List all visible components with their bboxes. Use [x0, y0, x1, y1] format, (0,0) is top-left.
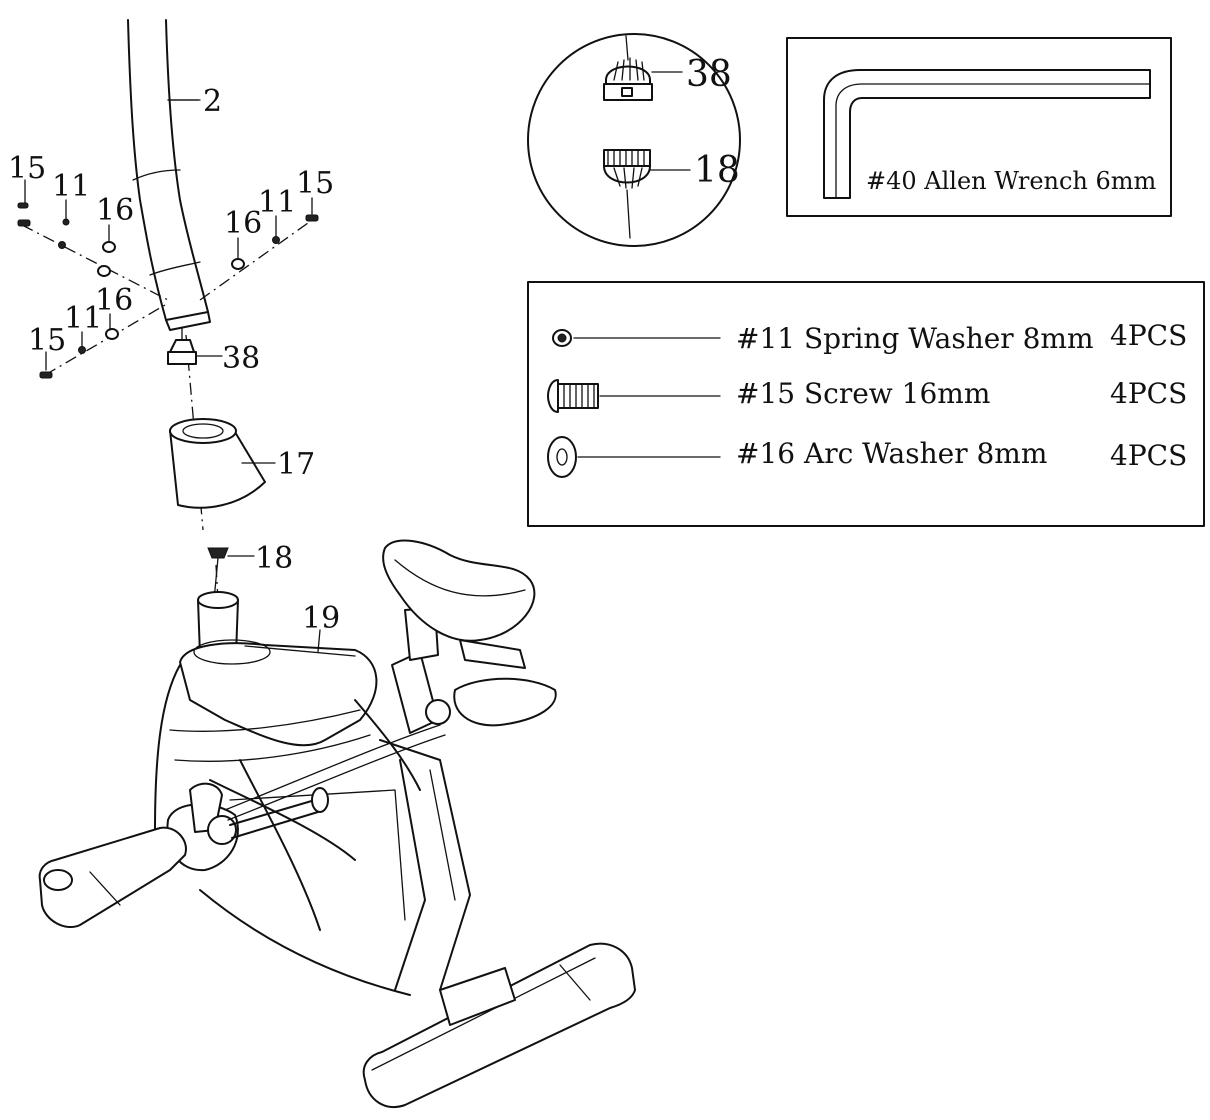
connector-detail-circle: 38 18 — [527, 33, 741, 247]
hardware-qty-1: 4PCS — [1110, 319, 1187, 352]
spring-washer-icon — [552, 329, 572, 347]
callout-labels: 2 15 11 16 16 11 15 15 11 16 38 17 18 19 — [8, 84, 340, 653]
callout-16b: 16 — [224, 206, 262, 241]
hardware-qty-3: 4PCS — [1110, 439, 1187, 472]
hardware-name-2: #15 Screw 16mm — [736, 377, 990, 410]
upper-connector — [167, 327, 197, 365]
callout-17: 17 — [277, 447, 315, 482]
callout-16c: 16 — [95, 283, 133, 318]
callout-11b: 11 — [258, 185, 296, 220]
callout-19: 19 — [302, 601, 340, 636]
callout-11a: 11 — [52, 169, 90, 204]
arc-washer-icon — [547, 436, 577, 478]
hardware-box: #11 Spring Washer 8mm 4PCS #15 Screw 16m… — [527, 281, 1205, 527]
hardware-qty-2: 4PCS — [1110, 377, 1187, 410]
detail-label-38: 38 — [686, 54, 732, 95]
callout-11c: 11 — [64, 301, 102, 336]
callout-16a: 16 — [96, 193, 134, 228]
screw-icon — [547, 379, 599, 413]
exploded-hardware — [17, 202, 319, 379]
callout-15b: 15 — [296, 166, 334, 201]
tool-box: #40 Allen Wrench 6mm — [786, 37, 1172, 217]
bike-frame — [38, 539, 636, 1108]
handlebar-post — [127, 19, 211, 331]
callout-15c: 15 — [28, 323, 66, 358]
callout-38: 38 — [222, 341, 260, 376]
tool-label: #40 Allen Wrench 6mm — [866, 167, 1157, 195]
callout-15a: 15 — [8, 151, 46, 186]
detail-label-18: 18 — [694, 150, 740, 191]
cover-17 — [169, 418, 266, 509]
hardware-name-3: #16 Arc Washer 8mm — [736, 437, 1047, 470]
hardware-name-1: #11 Spring Washer 8mm — [736, 322, 1094, 355]
callout-2: 2 — [203, 84, 222, 119]
callout-18: 18 — [255, 541, 293, 576]
